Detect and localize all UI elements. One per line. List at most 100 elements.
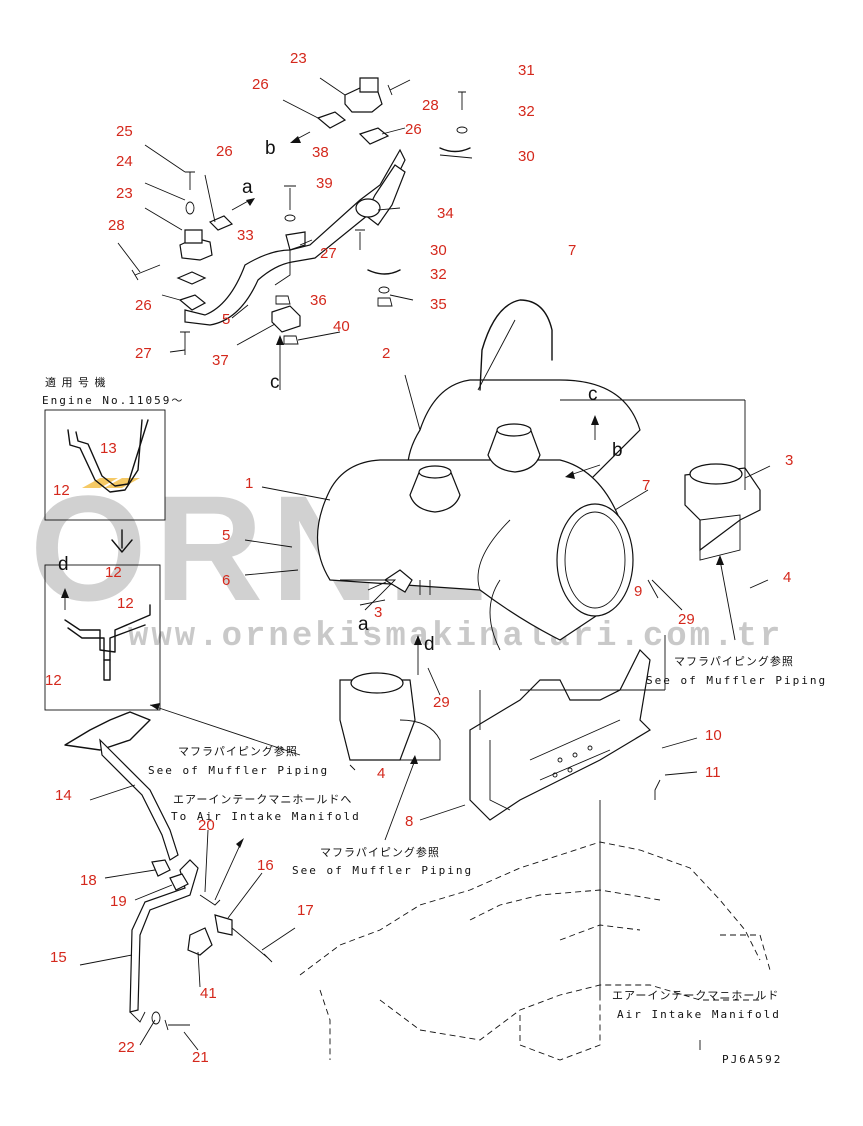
callout-16: 16 bbox=[257, 857, 274, 874]
callout-39: 39 bbox=[316, 175, 333, 192]
arrow-muffler-ref-1 bbox=[150, 703, 160, 710]
arrow-c-upper bbox=[276, 335, 284, 345]
callout-27-upper: 27 bbox=[320, 245, 337, 262]
callout-3-elbow: 3 bbox=[374, 604, 382, 621]
callout-34: 34 bbox=[437, 205, 454, 222]
callout-21: 21 bbox=[192, 1049, 209, 1066]
muffler-ref-jp-3: マフラパイピング参照 bbox=[674, 654, 794, 668]
muffler-bracket bbox=[469, 648, 651, 821]
callout-12-inset-d: 12 bbox=[45, 672, 62, 689]
arrow-d-lower bbox=[414, 635, 422, 645]
callout-32-top: 32 bbox=[518, 103, 535, 120]
view-label-b-right: b bbox=[612, 440, 623, 461]
callout-2: 2 bbox=[382, 345, 390, 362]
callout-23-top: 23 bbox=[290, 50, 307, 67]
callout-6: 6 bbox=[222, 572, 230, 589]
to-intake-jp: エアーインテークマニホールドへ bbox=[173, 793, 352, 806]
callout-19: 19 bbox=[110, 893, 127, 910]
callout-28-top: 28 bbox=[422, 97, 439, 114]
callout-12-inset-a: 12 bbox=[53, 482, 70, 499]
callout-33: 33 bbox=[237, 227, 254, 244]
view-label-d-lower: d bbox=[424, 634, 435, 655]
callout-9: 9 bbox=[634, 583, 642, 600]
engine-outline bbox=[299, 841, 771, 1061]
view-label-a-upper: a bbox=[242, 177, 253, 198]
view-label-c-upper: c bbox=[270, 372, 280, 393]
inset-original bbox=[44, 564, 161, 751]
callout-31: 31 bbox=[518, 62, 535, 79]
view-label-b-upper: b bbox=[265, 138, 276, 159]
callout-13: 13 bbox=[100, 440, 117, 457]
callout-26-right: 26 bbox=[405, 121, 422, 138]
arrow-muffler-ref-2 bbox=[410, 755, 418, 764]
callout-30-top: 30 bbox=[518, 148, 535, 165]
callout-4-lower: 4 bbox=[377, 765, 385, 782]
muffler-assembly bbox=[316, 379, 761, 761]
callout-22: 22 bbox=[118, 1039, 135, 1056]
arrow-d-left bbox=[61, 588, 69, 598]
callout-8: 8 bbox=[405, 813, 413, 830]
lower-piping bbox=[99, 738, 273, 1031]
callout-15: 15 bbox=[50, 949, 67, 966]
callout-32-mid: 32 bbox=[430, 266, 447, 283]
callout-12-inset-c: 12 bbox=[117, 595, 134, 612]
leader-lines bbox=[61, 77, 771, 1051]
callout-18: 18 bbox=[80, 872, 97, 889]
drawing-code: PJ6A592 bbox=[722, 1053, 782, 1066]
intake-manifold-jp: エアーインテークマニホールド bbox=[612, 989, 779, 1002]
callout-36: 36 bbox=[310, 292, 327, 309]
to-intake-en: To Air Intake Manifold bbox=[171, 810, 361, 823]
callout-26-lower: 26 bbox=[135, 297, 152, 314]
watermark-accent-shape bbox=[82, 478, 118, 488]
inset-engine-no bbox=[44, 409, 166, 553]
callout-7-clamp: 7 bbox=[642, 477, 650, 494]
callout-41: 41 bbox=[200, 985, 217, 1002]
callout-35: 35 bbox=[430, 296, 447, 313]
view-label-d-left: d bbox=[58, 554, 69, 575]
engine-applicability-jp: 適 用 号 機 bbox=[45, 375, 107, 389]
arrow-b-right bbox=[565, 471, 575, 479]
callout-28-left: 28 bbox=[108, 217, 125, 234]
view-labels: a a b b c c d d bbox=[58, 138, 623, 655]
callout-labels: 1 2 3 3 4 4 5 5 6 7 7 8 9 10 11 12 12 12… bbox=[45, 50, 793, 1066]
callout-25: 25 bbox=[116, 123, 133, 140]
view-label-c-right: c bbox=[588, 384, 598, 405]
callout-24: 24 bbox=[116, 153, 133, 170]
annotations: 適 用 号 機 Engine No.11059～ マフラパイピング参照 See … bbox=[42, 375, 827, 1066]
arrow-b-upper bbox=[290, 136, 301, 143]
intake-manifold-en: Air Intake Manifold bbox=[617, 1008, 781, 1021]
muffler-ref-en-3: See of Muffler Piping bbox=[646, 674, 827, 687]
callout-29-lower: 29 bbox=[433, 694, 450, 711]
callout-5-upper: 5 bbox=[222, 311, 230, 328]
callout-23-left: 23 bbox=[116, 185, 133, 202]
callout-17: 17 bbox=[297, 902, 314, 919]
arrow-c-right bbox=[591, 415, 599, 425]
callout-4-right: 4 bbox=[783, 569, 791, 586]
arrow-muffler-ref-3 bbox=[716, 555, 724, 565]
callout-12-inset-b: 12 bbox=[105, 564, 122, 581]
callout-10: 10 bbox=[705, 727, 722, 744]
callout-26-top: 26 bbox=[252, 76, 269, 93]
callout-1: 1 bbox=[245, 475, 253, 492]
callout-20: 20 bbox=[198, 817, 215, 834]
arrow-to-intake bbox=[236, 838, 244, 848]
muffler-ref-en-2: See of Muffler Piping bbox=[292, 864, 473, 877]
callout-11: 11 bbox=[705, 764, 721, 781]
watermark-url: www.ornekismakinalari.com.tr bbox=[128, 618, 783, 656]
callout-40: 40 bbox=[333, 318, 350, 335]
arrow-a-upper bbox=[246, 198, 255, 206]
callout-14: 14 bbox=[55, 787, 72, 804]
muffler-ref-jp-1: マフラパイピング参照 bbox=[178, 744, 298, 758]
callout-3-adapter: 3 bbox=[785, 452, 793, 469]
band-clamp-top bbox=[479, 299, 553, 391]
engine-applicability-en: Engine No.11059～ bbox=[42, 394, 184, 407]
callout-5: 5 bbox=[222, 527, 230, 544]
muffler-ref-jp-2: マフラパイピング参照 bbox=[320, 845, 440, 859]
arrow-up bbox=[111, 529, 133, 553]
callout-37: 37 bbox=[212, 352, 229, 369]
callout-26-left: 26 bbox=[216, 143, 233, 160]
callout-27-lower: 27 bbox=[135, 345, 152, 362]
callout-30-mid: 30 bbox=[430, 242, 447, 259]
